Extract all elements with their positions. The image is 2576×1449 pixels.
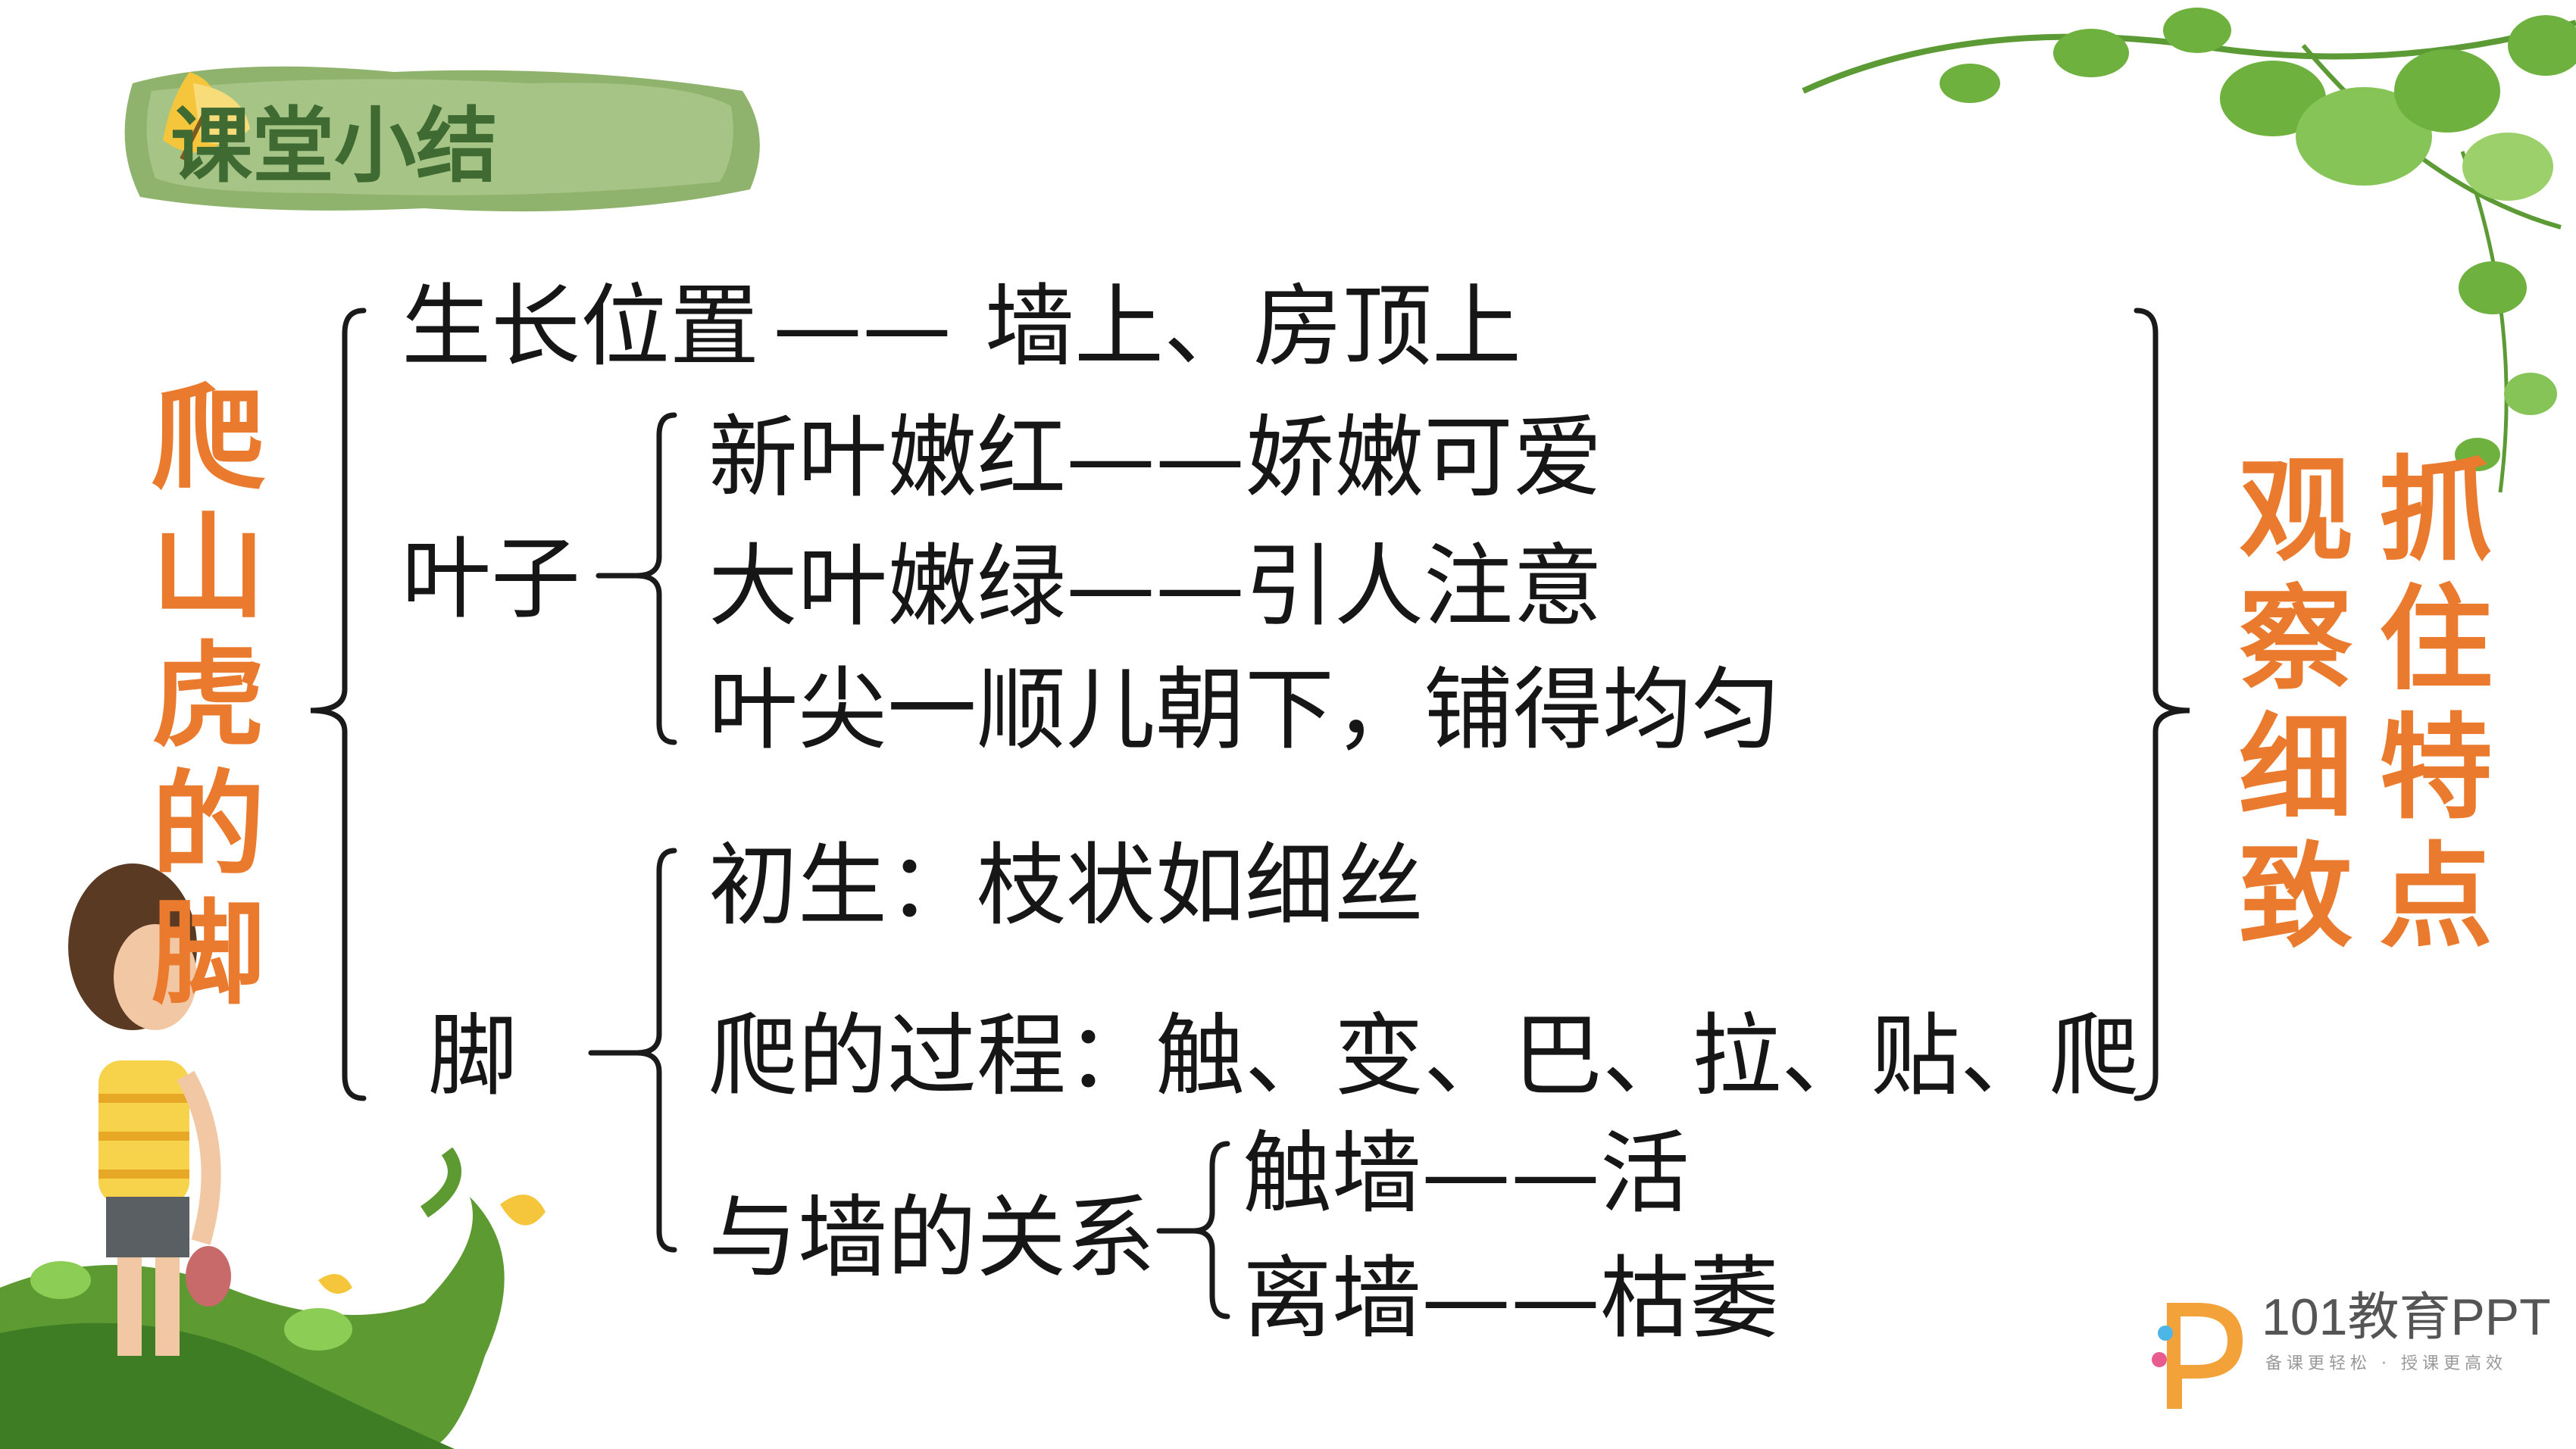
foot-item: 爬的过程：触、变、巴、拉、贴、爬 [708,1004,2140,1108]
left-vertical-title: 爬 山 虎 的 脚 [152,383,265,1026]
relation-item: 离墙——枯萎 [1243,1246,1780,1351]
leaf-label: 叶子 [402,526,581,631]
title-badge-brush [124,66,760,212]
leaf-item: 叶尖一顺儿朝下，铺得均匀 [708,657,1782,762]
right-col2-char: 察 [2239,574,2353,706]
right-column-2: 观 察 细 致 [2239,454,2352,970]
foot-item: 初生：枝状如细丝 [708,833,1424,938]
left-title-char: 爬 [152,373,266,505]
foot-label: 脚 [428,1004,518,1108]
left-title-char: 山 [152,502,266,634]
right-col1-char: 特 [2379,703,2493,835]
foot-item: 与墙的关系 [708,1185,1156,1290]
right-col2-char: 观 [2239,445,2353,577]
growth-dash: —— [773,274,952,379]
leaf-item: 新叶嫩红——娇嫩可爱 [708,405,1603,510]
right-col2-char: 致 [2239,832,2353,963]
right-col1-char: 抓 [2379,445,2493,577]
girl-illustration [68,863,231,1356]
mindmap-brackets [310,308,2190,1319]
hill-decoration [0,1147,546,1449]
growth-label: 生长位置 [402,274,760,379]
left-title-char: 脚 [152,888,266,1020]
right-col2-char: 细 [2239,703,2353,835]
logo-icon [2152,1303,2243,1409]
vine-decoration [1802,8,2576,493]
right-col1-char: 住 [2379,574,2493,706]
left-title-char: 的 [152,760,266,892]
butterfly-icon [163,72,250,161]
left-title-char: 虎 [152,631,266,763]
relation-brace [1193,1141,1230,1319]
main-left-brace [310,308,367,1101]
logo-tagline: 备课更轻松 · 授课更高效 [2265,1354,2507,1373]
foot-brace [636,848,677,1253]
leaf-item: 大叶嫩绿——引人注意 [708,534,1603,639]
right-column-1: 抓 住 特 点 [2379,454,2493,970]
section-title: 课堂小结 [170,99,499,194]
right-col1-char: 点 [2379,832,2493,963]
growth-value: 墙上、房顶上 [985,274,1522,379]
logo-brand: 101教育PPT [2262,1288,2551,1346]
right-brace [2134,308,2190,1101]
relation-item: 触墙——活 [1243,1121,1690,1226]
leaf-brace [636,412,677,745]
